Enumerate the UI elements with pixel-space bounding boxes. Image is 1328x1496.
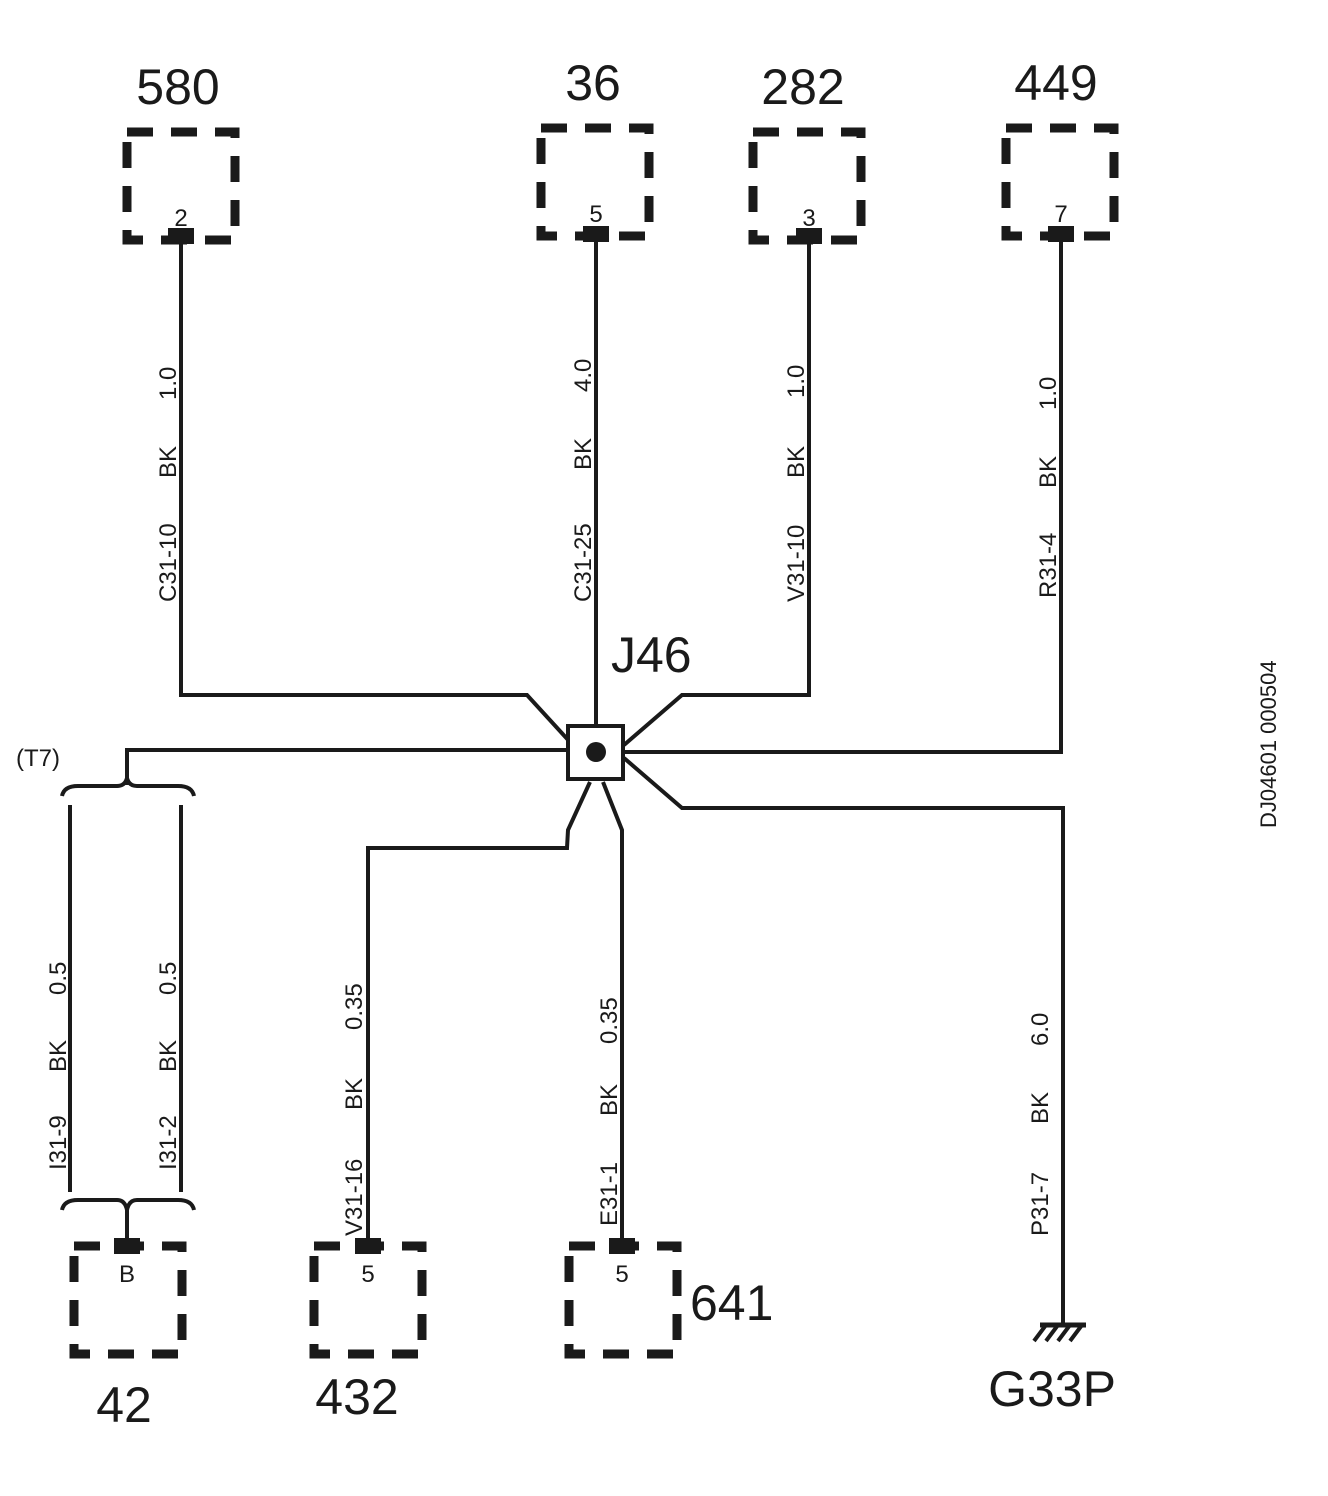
wire-label-c31-10-size: 1.0 [155,367,182,400]
wire-label-v31-10-id: V31-10 [783,525,810,602]
harness-brace-top [60,777,196,797]
wires [68,240,1065,1325]
wire-label-i31-2-id: I31-2 [155,1115,182,1170]
pin-label: 5 [615,1261,628,1288]
wire-label-r31-4-size: 1.0 [1035,377,1062,410]
component-449: 7 [1001,123,1119,242]
splice-dot [586,742,606,762]
wire-label-i31-9-id: I31-9 [45,1115,72,1170]
component-641: 5 [564,1238,682,1359]
wire-label-r31-4-color: BK [1035,456,1062,488]
wire-label-v31-16-color: BK [341,1078,368,1110]
wire-label-c31-25-size: 4.0 [570,359,597,392]
splice-label: J46 [611,627,692,683]
component-label-641: 641 [690,1275,773,1331]
component-label-449: 449 [1014,55,1097,111]
wire-e31-1 [601,781,624,1242]
wire-v31-10 [622,244,811,747]
wire-label-v31-10-color: BK [783,446,810,478]
wire-label-v31-10-size: 1.0 [783,365,810,398]
wire-label-v31-16-size: 0.35 [341,983,368,1030]
wire-label-i31-2-size: 0.5 [155,962,182,995]
component-580: 2 [122,127,240,245]
harness-brace-bottom [60,1198,196,1211]
wire-label-p31-7-id: P31-7 [1027,1172,1054,1236]
component-36: 5 [536,123,654,242]
wire-p31-7 [622,756,1065,1325]
component-282: 3 [748,127,866,245]
wire-label-c31-10-color: BK [155,446,182,478]
wire-label-c31-25-id: C31-25 [570,523,597,602]
wire-r31-4 [624,240,1063,754]
component-label-580: 580 [136,59,219,115]
pin-label: B [119,1261,135,1288]
component-42: B [69,1238,187,1359]
wire-label-e31-1-id: E31-1 [596,1162,623,1226]
ground-label: G33P [988,1361,1116,1417]
wire-label-e31-1-color: BK [596,1084,623,1116]
wire-label-c31-25-color: BK [570,438,597,470]
pin-label: 5 [361,1261,374,1288]
wire-v31-16 [366,781,592,1242]
component-label-432: 432 [315,1369,398,1425]
component-432: 5 [309,1238,427,1359]
wire-label-c31-10-id: C31-10 [155,523,182,602]
wire-label-i31-9-size: 0.5 [45,962,72,995]
wire-label-r31-4-id: R31-4 [1035,533,1062,598]
wire-label-p31-7-size: 6.0 [1027,1013,1054,1046]
document-id: DJ04601 000504 [1256,660,1281,828]
wire-t7-trunk [125,748,568,785]
wire-label-i31-2-color: BK [155,1040,182,1072]
wire-label-e31-1-size: 0.35 [596,997,623,1044]
harness-label: (T7) [16,745,60,772]
pin-label: 7 [1054,201,1067,228]
component-label-282: 282 [761,59,844,115]
ground-symbol [1032,1322,1086,1343]
component-label-42: 42 [96,1377,152,1433]
pin-label: 3 [802,205,815,232]
pin-label: 5 [589,201,602,228]
wire-c31-10 [179,242,572,744]
wire-label-v31-16-id: V31-16 [341,1159,368,1236]
pin-label: 2 [174,205,187,232]
splice-j46 [566,724,625,781]
wire-label-i31-9-color: BK [45,1040,72,1072]
component-label-36: 36 [565,55,621,111]
wire-label-p31-7-color: BK [1027,1092,1054,1124]
